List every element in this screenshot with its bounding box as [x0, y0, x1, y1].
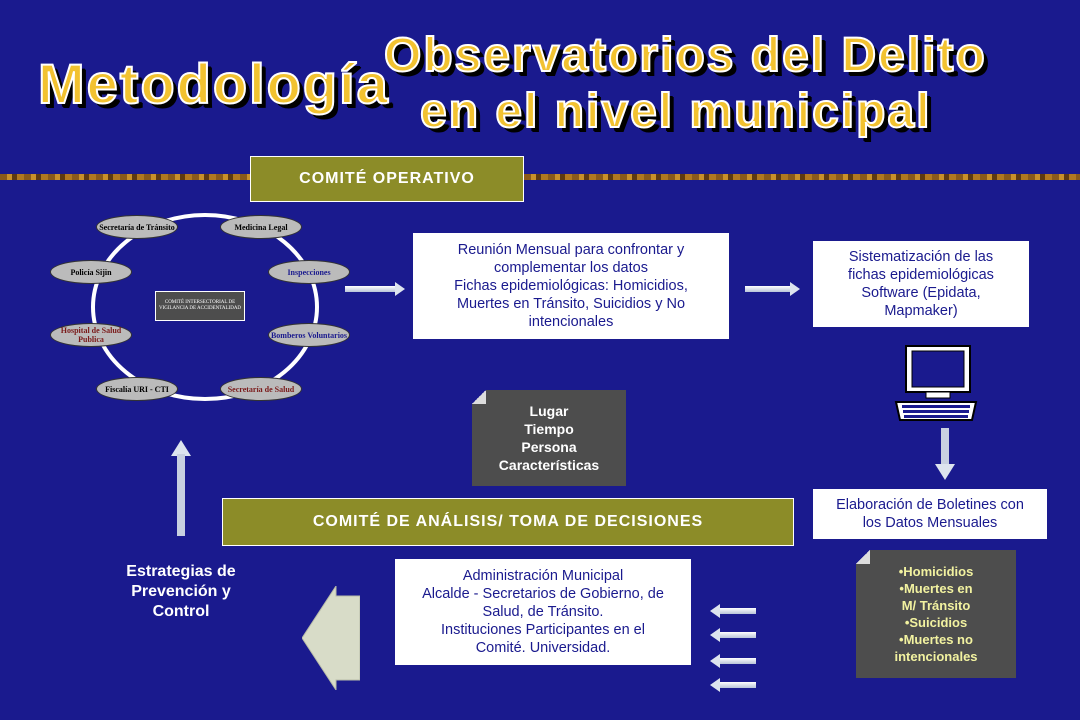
title-nivel-municipal: en el nivel municipal	[419, 84, 932, 139]
variables-note: Lugar Tiempo Persona Características	[472, 390, 626, 486]
arrow-to-reunion	[345, 282, 405, 296]
reunion-line: Fichas epidemiológicas: Homicidios,	[454, 278, 688, 294]
cycle-center-box: COMITÉ INTERSECTORIAL DE VIGILANCIA DE A…	[155, 291, 245, 321]
estrategias-line: Estrategias de	[126, 563, 236, 580]
sistematizacion-line: fichas epidemiológicas	[848, 267, 994, 283]
node-policia-sijin: Policía Sijin	[50, 260, 132, 284]
variable-item: Lugar	[529, 403, 569, 419]
comite-operativo-label: COMITÉ OPERATIVO	[299, 170, 475, 187]
node-bomberos-voluntarios: Bomberos Voluntarios	[268, 323, 350, 347]
arrow-left-1	[710, 604, 756, 618]
arrow-to-sistematizacion	[745, 282, 800, 296]
arrow-left-3	[710, 654, 756, 668]
title-observatorios: Observatorios del Delito	[383, 28, 987, 83]
sistematizacion-line: Mapmaker)	[884, 303, 958, 319]
comite-operativo-box: COMITÉ OPERATIVO	[250, 156, 524, 202]
decorative-rule-left	[0, 174, 250, 180]
node-hospital: Hospital de Salud Publica	[50, 323, 132, 347]
administracion-line: Alcalde - Secretarios de Gobierno, de	[422, 586, 664, 602]
administracion-box: Administración Municipal Alcalde - Secre…	[394, 558, 692, 666]
categoria-item: •Suicidios	[904, 615, 968, 630]
categorias-note: •Homicidios •Muertes en M/ Tránsito •Sui…	[856, 550, 1016, 678]
sistematizacion-line: Sistematización de las	[848, 249, 994, 265]
variable-item: Características	[498, 457, 600, 473]
node-inspecciones: Inspecciones	[268, 260, 350, 284]
arrow-down-to-boletines	[935, 428, 955, 480]
decorative-rule-right	[524, 174, 1080, 180]
categoria-item: •Muertes no	[899, 632, 973, 647]
categoria-item: intencionales	[894, 649, 978, 664]
administracion-line: Salud, de Tránsito.	[482, 604, 604, 620]
administracion-line: Comité. Universidad.	[475, 640, 611, 656]
comite-analisis-box: COMITÉ DE ANÁLISIS/ TOMA DE DECISIONES	[222, 498, 794, 546]
sistematizacion-line: Software (Epidata,	[861, 285, 981, 301]
reunion-line: Reunión Mensual para confrontar y	[457, 242, 685, 258]
arrow-up-to-cycle	[171, 440, 191, 536]
categoria-item: •Homicidios	[898, 564, 974, 579]
reunion-line: Muertes en Tránsito, Suicidios y No	[456, 296, 686, 312]
node-fiscalia: Fiscalía URI - CTI	[96, 377, 178, 401]
boletines-line: Elaboración de Boletines con	[836, 497, 1024, 513]
estrategias-line: Prevención y	[131, 583, 231, 600]
computer-icon	[894, 345, 978, 421]
estrategias-line: Control	[152, 603, 210, 620]
variable-item: Tiempo	[524, 421, 574, 437]
administracion-line: Administración Municipal	[462, 568, 624, 584]
cycle-diagram: COMITÉ INTERSECTORIAL DE VIGILANCIA DE A…	[50, 205, 360, 410]
comite-analisis-label: COMITÉ DE ANÁLISIS/ TOMA DE DECISIONES	[312, 513, 704, 530]
reunion-mensual-box: Reunión Mensual para confrontar y comple…	[412, 232, 730, 340]
reunion-line: complementar los datos	[494, 260, 648, 276]
boletines-line: los Datos Mensuales	[862, 515, 998, 531]
reunion-line: intencionales	[528, 314, 614, 330]
boletines-box: Elaboración de Boletines con los Datos M…	[812, 488, 1048, 540]
node-secretaria-transito: Secretaría de Tránsito	[96, 215, 178, 239]
cycle-center-label: COMITÉ INTERSECTORIAL DE VIGILANCIA DE A…	[158, 300, 242, 311]
node-secretaria-salud: Secretaría de Salud	[220, 377, 302, 401]
categoria-item: M/ Tránsito	[901, 598, 971, 613]
big-arrow-left	[302, 586, 360, 690]
sistematizacion-box: Sistematización de las fichas epidemioló…	[812, 240, 1030, 328]
estrategias-text: Estrategias de Prevención y Control	[100, 562, 262, 622]
variable-item: Persona	[521, 439, 577, 455]
title-metodologia: Metodología	[37, 51, 390, 116]
categoria-item: •Muertes en	[899, 581, 973, 596]
administracion-line: Instituciones Participantes en el	[441, 622, 645, 638]
node-medicina-legal: Medicina Legal	[220, 215, 302, 239]
cycle-ring	[91, 213, 319, 401]
arrow-left-2	[710, 628, 756, 642]
arrow-left-4	[710, 678, 756, 692]
